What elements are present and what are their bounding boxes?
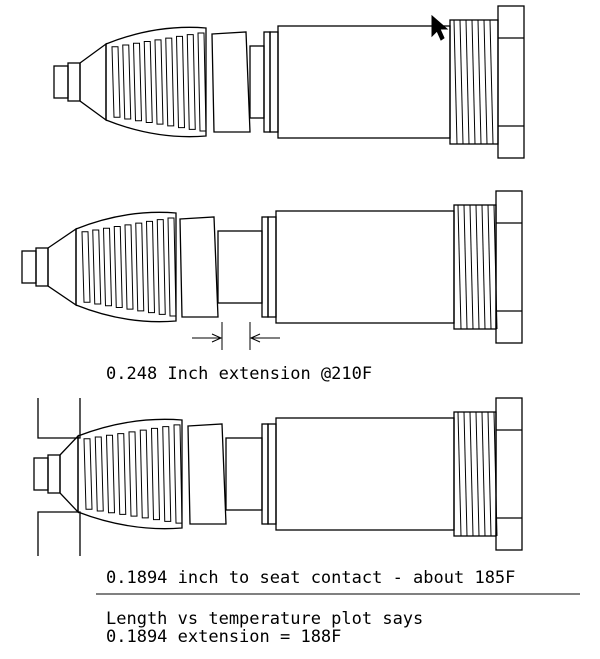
body-groove [92,229,102,305]
wax-body [75,211,177,323]
body-groove [111,46,121,118]
thread-line [459,19,464,145]
body-groove [105,434,116,514]
body-groove [173,424,183,524]
extension-dimension [192,322,280,350]
thermostat-assembly-top [53,5,525,159]
body-groove [186,34,196,130]
piston-flange [179,216,219,318]
extension-label: 0.248 Inch extension @210F [106,364,372,384]
thread-line [475,411,480,537]
cylinder-housing [277,25,451,139]
stem-collar [67,62,81,102]
hex-nut [495,397,523,551]
body-groove [165,37,175,127]
thread-line [463,204,468,330]
thread-line [457,411,462,537]
seat-fixture [37,398,81,556]
piston-flange [187,423,227,525]
thread-line [457,204,462,330]
hex-nut [495,190,523,344]
collar-ring-b [267,216,277,318]
plot-note-line1: Length vs temperature plot says [106,609,423,629]
stem-nut [53,65,69,99]
piston-shaft [249,45,265,119]
body-groove [145,220,156,314]
thread-line [471,19,476,145]
seat-contact-label: 0.1894 inch to seat contact - about 185F [106,568,515,588]
body-groove [102,227,113,307]
thread-line [481,204,486,330]
piston-shaft [217,230,263,304]
thread-line [483,19,488,145]
thread-line [477,19,482,145]
body-groove [135,222,145,312]
body-groove [156,219,166,315]
piston-shaft [225,437,263,511]
stem-nut [21,250,37,284]
thread-line [469,204,474,330]
body-groove [143,41,153,123]
arrow-cursor-icon [431,14,449,41]
sensor-cone [59,434,79,514]
body-groove [175,35,186,129]
collar-ring-a [263,31,271,133]
collar-ring-b [269,31,279,133]
stem-collar [47,454,61,494]
body-groove [197,32,207,132]
thread-line [465,19,470,145]
body-groove [113,226,123,308]
plot-note-line2: 0.1894 extension = 188F [106,627,341,647]
wax-body [77,418,183,530]
thermostat-assembly-bottom [33,397,523,551]
collar-ring-b [267,423,277,525]
body-groove [117,433,127,515]
body-groove [128,431,138,517]
collar-ring-a [261,216,269,318]
body-groove [132,42,143,122]
body-groove [94,436,104,512]
thread-line [487,204,492,330]
body-groove [150,427,161,521]
cylinder-housing [275,417,455,531]
body-groove [167,217,177,317]
sensor-cone [79,42,107,122]
hex-nut [497,5,525,159]
cylinder-housing [275,210,455,324]
body-groove [154,39,164,125]
body-groove [122,44,132,120]
arrow-head-left [211,333,223,343]
arrow-head-right [249,333,261,343]
piston-flange [211,31,251,133]
body-groove [162,426,172,522]
thread-line [469,411,474,537]
body-groove [139,429,149,519]
thread-line [453,19,458,145]
thread-line [475,204,480,330]
sensor-cone [47,227,77,307]
stem-nut [33,457,49,491]
stem-collar [35,247,49,287]
collar-ring-a [261,423,269,525]
wax-body [105,26,207,138]
body-groove [124,224,134,310]
thread-line [487,411,492,537]
body-groove [83,438,93,510]
thread-line [463,411,468,537]
thread-line [481,411,486,537]
thread-line [489,19,494,145]
thermostat-assembly-middle [21,190,523,344]
body-groove [81,231,91,303]
